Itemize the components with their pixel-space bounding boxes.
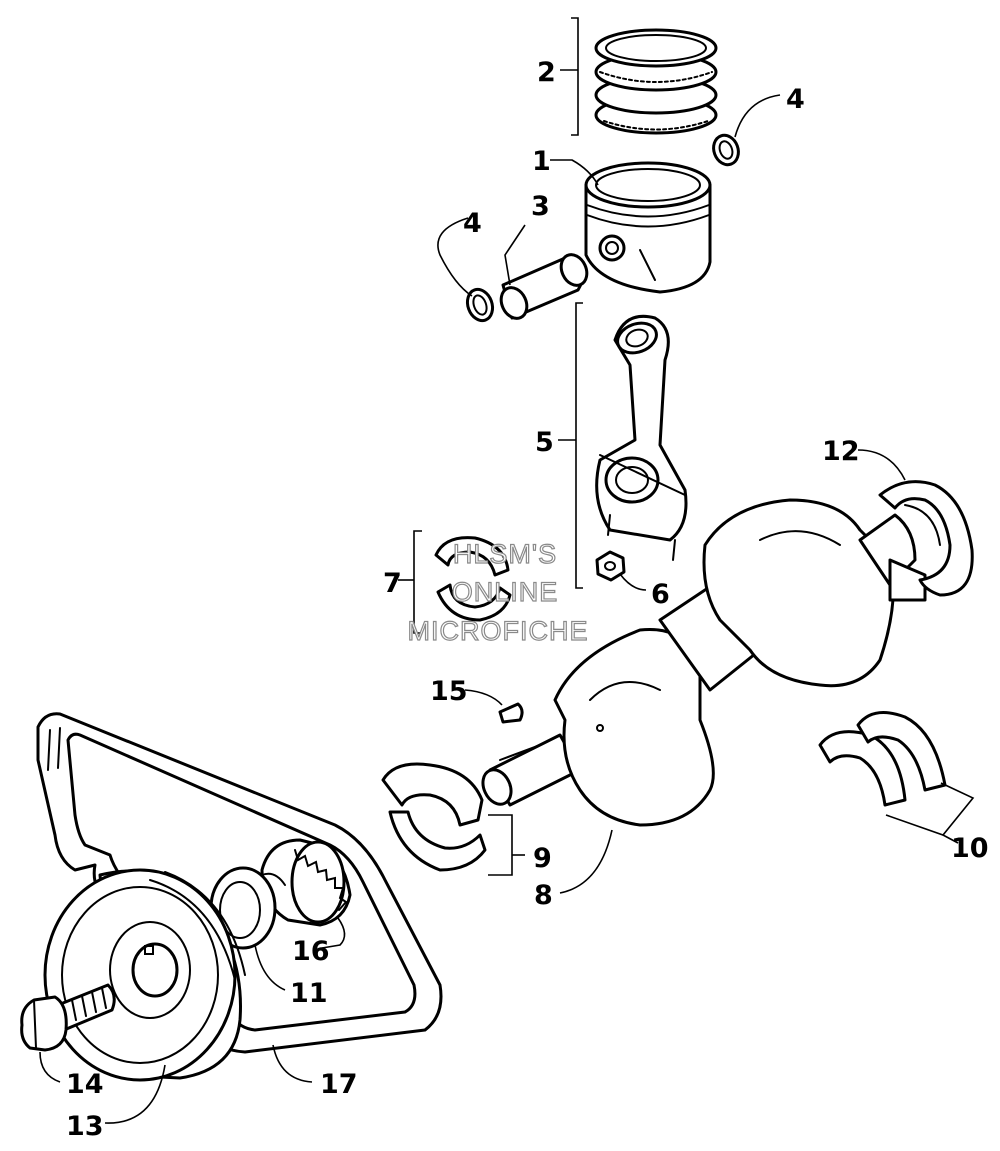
thrust-washers-part[interactable] xyxy=(818,711,947,807)
crankshaft-part[interactable] xyxy=(478,498,927,827)
callout-2: 2 xyxy=(537,57,556,88)
callout-16: 16 xyxy=(292,936,330,967)
callout-8: 8 xyxy=(534,880,553,911)
callout-10: 10 xyxy=(951,833,989,864)
callout-12: 12 xyxy=(822,436,860,467)
callout-7: 7 xyxy=(383,568,402,599)
connecting-rod-bearings-part[interactable] xyxy=(434,536,512,622)
piston-pin-part[interactable] xyxy=(496,250,591,322)
callout-6: 6 xyxy=(651,579,670,610)
callout-15: 15 xyxy=(430,676,468,707)
watermark-line-2: ONLINE xyxy=(452,577,559,607)
callout-3: 3 xyxy=(531,191,550,222)
piston-rings-part[interactable] xyxy=(594,28,718,135)
main-bearing-halves-part[interactable] xyxy=(381,762,487,872)
callout-17: 17 xyxy=(320,1069,358,1100)
piston-pin-circlip-right-part[interactable] xyxy=(710,132,743,168)
callout-4-right: 4 xyxy=(786,84,805,115)
crankshaft-oil-seal-part[interactable] xyxy=(878,480,974,597)
crankshaft-spacer-part[interactable] xyxy=(209,866,277,950)
callout-4-left: 4 xyxy=(463,208,482,239)
callout-9: 9 xyxy=(533,843,552,874)
connecting-rod-part[interactable] xyxy=(595,314,688,561)
woodruff-key-part[interactable] xyxy=(498,702,524,724)
callout-5: 5 xyxy=(535,427,554,458)
crankshaft-pulley-bolt-part[interactable] xyxy=(20,983,116,1052)
callout-13: 13 xyxy=(66,1111,104,1142)
watermark-line-1: HLSM'S xyxy=(453,539,557,569)
watermark: HLSM'S ONLINE MICROFICHE xyxy=(407,538,589,646)
callout-11: 11 xyxy=(290,978,328,1009)
piston-pin-circlip-left-part[interactable] xyxy=(463,286,496,324)
callout-14: 14 xyxy=(66,1069,104,1100)
callout-1: 1 xyxy=(532,146,551,177)
connecting-rod-nut-part[interactable] xyxy=(595,550,626,582)
crankshaft-sprocket-part[interactable] xyxy=(260,838,352,927)
crankshaft-pulley-part[interactable] xyxy=(43,868,246,1082)
watermark-line-3: MICROFICHE xyxy=(408,616,589,646)
piston-part[interactable] xyxy=(584,161,712,294)
